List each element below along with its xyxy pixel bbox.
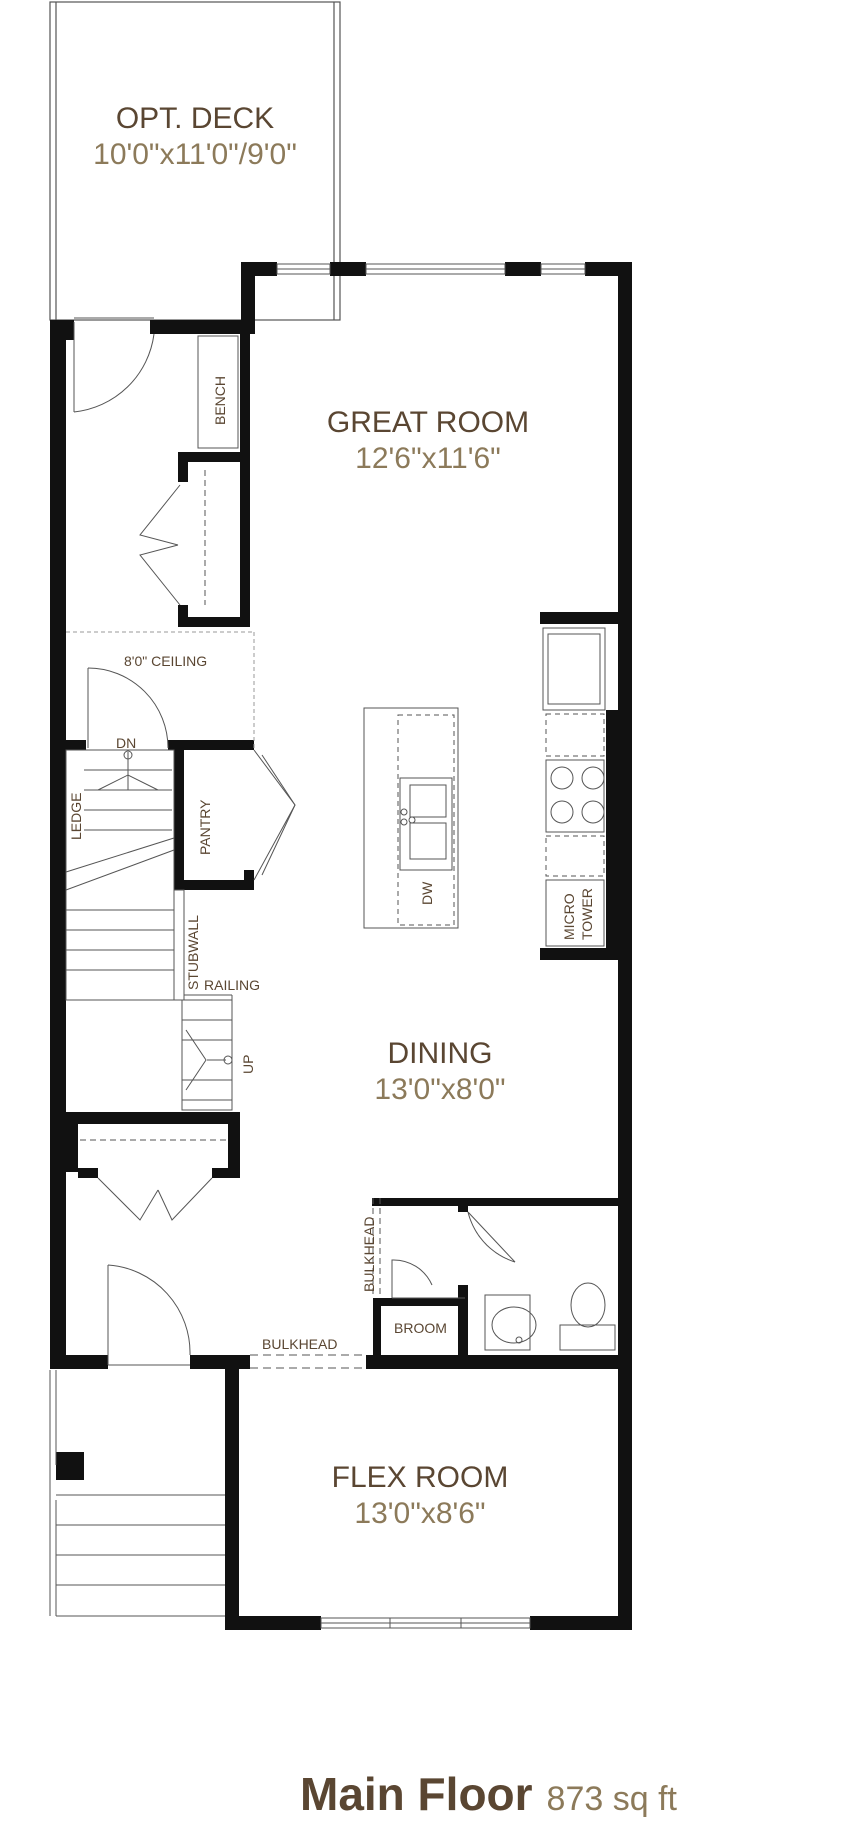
label-ledge: LEDGE (68, 793, 84, 840)
room-name-great: GREAT ROOM (327, 406, 529, 439)
label-pantry: PANTRY (197, 799, 213, 855)
label-micro: MICRO (561, 893, 577, 940)
label-bulkhead-horizontal: BULKHEAD (262, 1336, 337, 1352)
floor-title-main: Main Floor (300, 1768, 533, 1820)
label-bench: BENCH (212, 376, 228, 425)
label-railing: RAILING (204, 977, 260, 993)
label-broom: BROOM (394, 1320, 447, 1336)
label-stubwall: STUBWALL (185, 915, 201, 990)
fixtures (49, 317, 616, 1617)
label-dw: DW (419, 881, 435, 905)
room-name-dining: DINING (388, 1037, 493, 1070)
room-dims-flex: 13'0"x8'6" (354, 1497, 485, 1530)
room-dims-deck: 10'0"x11'0"/9'0" (93, 138, 297, 171)
label-dn: DN (116, 735, 136, 751)
label-bulkhead-vertical: BULKHEAD (361, 1217, 377, 1292)
walls (50, 262, 632, 1630)
floor-title-area: 873 sq ft (547, 1780, 678, 1818)
label-ceiling: 8'0" CEILING (124, 653, 207, 669)
label-up: UP (240, 1055, 256, 1074)
room-name-deck: OPT. DECK (116, 102, 274, 135)
room-dims-great: 12'6"x11'6" (355, 442, 501, 475)
windows (276, 263, 586, 1629)
label-tower: TOWER (579, 888, 595, 940)
room-dims-dining: 13'0"x8'0" (374, 1073, 505, 1106)
floor-title: Main Floor 873 sq ft (300, 1768, 678, 1820)
room-name-flex: FLEX ROOM (332, 1461, 509, 1494)
